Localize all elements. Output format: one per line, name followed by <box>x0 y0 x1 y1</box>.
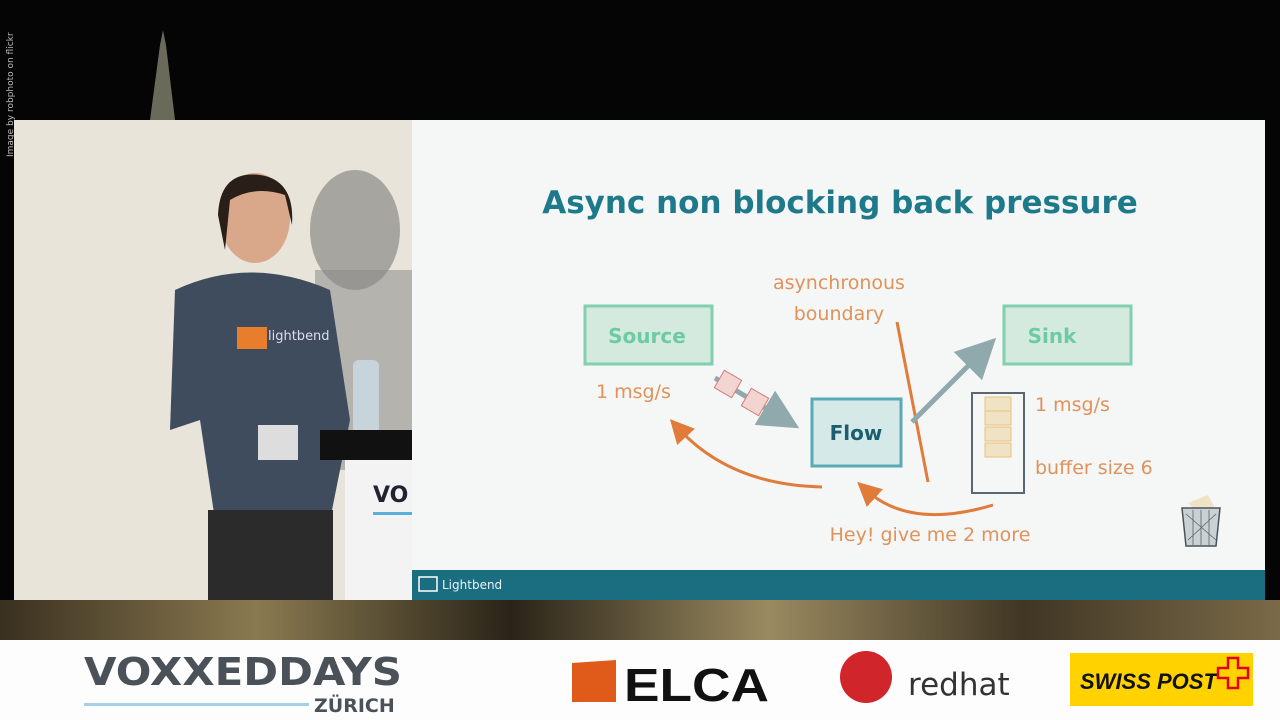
async-boundary-line <box>895 321 930 483</box>
footer-brand: Lightbend <box>442 578 502 592</box>
sink-rate: 1 msg/s <box>1035 394 1110 416</box>
buffer-size-label: buffer size 6 <box>1035 457 1153 479</box>
redhat-logo: redhat <box>908 667 1010 703</box>
swiss-post-logo-bg <box>1070 653 1253 706</box>
flow-label: Flow <box>830 421 883 445</box>
trash-bin-icon <box>1181 495 1221 547</box>
boundary-label-line1: asynchronous <box>773 272 905 294</box>
elca-logo: ELCA <box>624 659 769 711</box>
source-label: Source <box>608 324 686 348</box>
message-icon <box>713 369 743 399</box>
swiss-cross-icon <box>1216 656 1250 690</box>
elca-logo-mark <box>572 660 616 702</box>
shirt-logo-text: lightbend <box>268 329 330 344</box>
slide-title: Async non blocking back pressure <box>542 185 1138 221</box>
photo-credit: Image by robphoto on flickr <box>6 32 16 157</box>
demand-label: Hey! give me 2 more <box>830 524 1031 546</box>
demand-arrow-to-flow <box>857 481 994 517</box>
sink-box: Sink <box>1002 304 1133 366</box>
voxxed-days-logo: VOXXEDDAYS <box>84 650 402 694</box>
slide-footer <box>412 570 1265 600</box>
voxxed-days-city: ZÜRICH <box>314 693 395 717</box>
podium-logo-text: VO <box>373 483 408 508</box>
sponsor-bar: VOXXEDDAYS ZÜRICH ELCA redhat SWISS POST <box>0 640 1280 720</box>
church-spire <box>150 30 175 120</box>
swiss-post-logo: SWISS POST <box>1080 669 1218 694</box>
slide: Async non blocking back pressure asynchr… <box>412 120 1265 600</box>
redhat-logo-mark <box>840 651 892 703</box>
boundary-label-line2: boundary <box>794 303 885 325</box>
demand-arrow-to-source <box>669 419 823 489</box>
lightbend-logo-icon <box>418 576 438 592</box>
buffer-icon <box>971 392 1025 494</box>
speaker-photo: lightbend VO <box>14 120 412 600</box>
source-rate: 1 msg/s <box>596 381 671 403</box>
flow-box: Flow <box>810 397 903 468</box>
source-box: Source <box>583 304 714 366</box>
flow-to-sink-arrow <box>910 337 997 424</box>
message-icon <box>740 387 770 417</box>
sink-label: Sink <box>1028 324 1077 348</box>
city-lights-strip <box>0 600 1280 640</box>
